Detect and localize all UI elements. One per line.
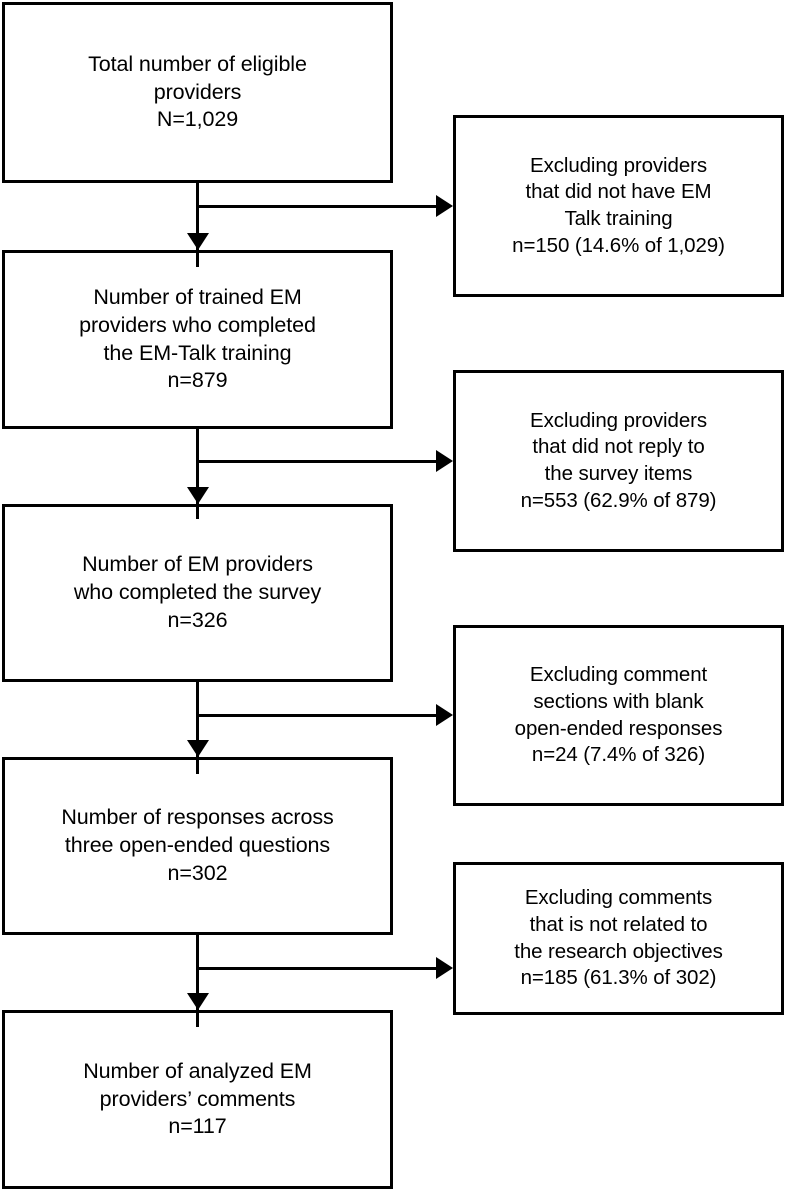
arrowhead-down-into-survey xyxy=(187,487,209,504)
arrowhead-down-into-trained xyxy=(187,233,209,250)
connector-hline-to-exclusion-unrelated xyxy=(196,967,450,970)
exclusion-node-blank-open-ended-label: Excluding comment sections with blank op… xyxy=(514,663,723,767)
connector-vline-responses-to-analyzed xyxy=(196,935,199,1027)
flow-node-eligible-providers: Total number of eligible providers N=1,0… xyxy=(2,2,393,183)
flow-node-open-ended-responses: Number of responses across three open-en… xyxy=(2,757,393,935)
connector-hline-to-exclusion-reply xyxy=(196,460,450,463)
arrowhead-down-into-analyzed xyxy=(187,993,209,1010)
flow-node-eligible-providers-label: Total number of eligible providers N=1,0… xyxy=(88,51,307,132)
exclusion-node-no-survey-reply: Excluding providers that did not reply t… xyxy=(453,370,784,552)
flow-node-completed-survey-label: Number of EM providers who completed the… xyxy=(73,552,322,632)
arrowhead-right-into-exclusion-blank xyxy=(436,704,453,726)
connector-vline-survey-to-responses xyxy=(196,682,199,774)
flow-node-completed-survey: Number of EM providers who completed the… xyxy=(2,504,393,682)
exclusion-node-blank-open-ended: Excluding comment sections with blank op… xyxy=(453,625,784,806)
flow-node-open-ended-responses-label: Number of responses across three open-en… xyxy=(61,805,334,885)
connector-hline-to-exclusion-training xyxy=(196,205,450,208)
connector-vline-trained-to-survey xyxy=(196,429,199,519)
arrowhead-right-into-exclusion-training xyxy=(436,195,453,217)
flow-node-trained-providers-label: Number of trained EM providers who compl… xyxy=(79,284,316,393)
flow-node-trained-providers: Number of trained EM providers who compl… xyxy=(2,250,393,429)
connector-hline-to-exclusion-blank xyxy=(196,714,450,717)
arrowhead-right-into-exclusion-unrelated xyxy=(436,957,453,979)
exclusion-node-no-em-talk-training: Excluding providers that did not have EM… xyxy=(453,115,784,297)
arrowhead-right-into-exclusion-reply xyxy=(436,450,453,472)
arrowhead-down-into-responses xyxy=(187,740,209,757)
exclusion-node-unrelated-comments: Excluding comments that is not related t… xyxy=(453,862,784,1015)
flow-node-analyzed-comments: Number of analyzed EM providers’ comment… xyxy=(2,1010,393,1189)
exclusion-node-no-survey-reply-label: Excluding providers that did not reply t… xyxy=(520,408,717,512)
connector-vline-eligible-to-trained xyxy=(196,183,199,267)
flow-node-analyzed-comments-label: Number of analyzed EM providers’ comment… xyxy=(83,1058,312,1139)
exclusion-node-unrelated-comments-label: Excluding comments that is not related t… xyxy=(514,886,723,990)
exclusion-node-no-em-talk-training-label: Excluding providers that did not have EM… xyxy=(512,153,725,257)
